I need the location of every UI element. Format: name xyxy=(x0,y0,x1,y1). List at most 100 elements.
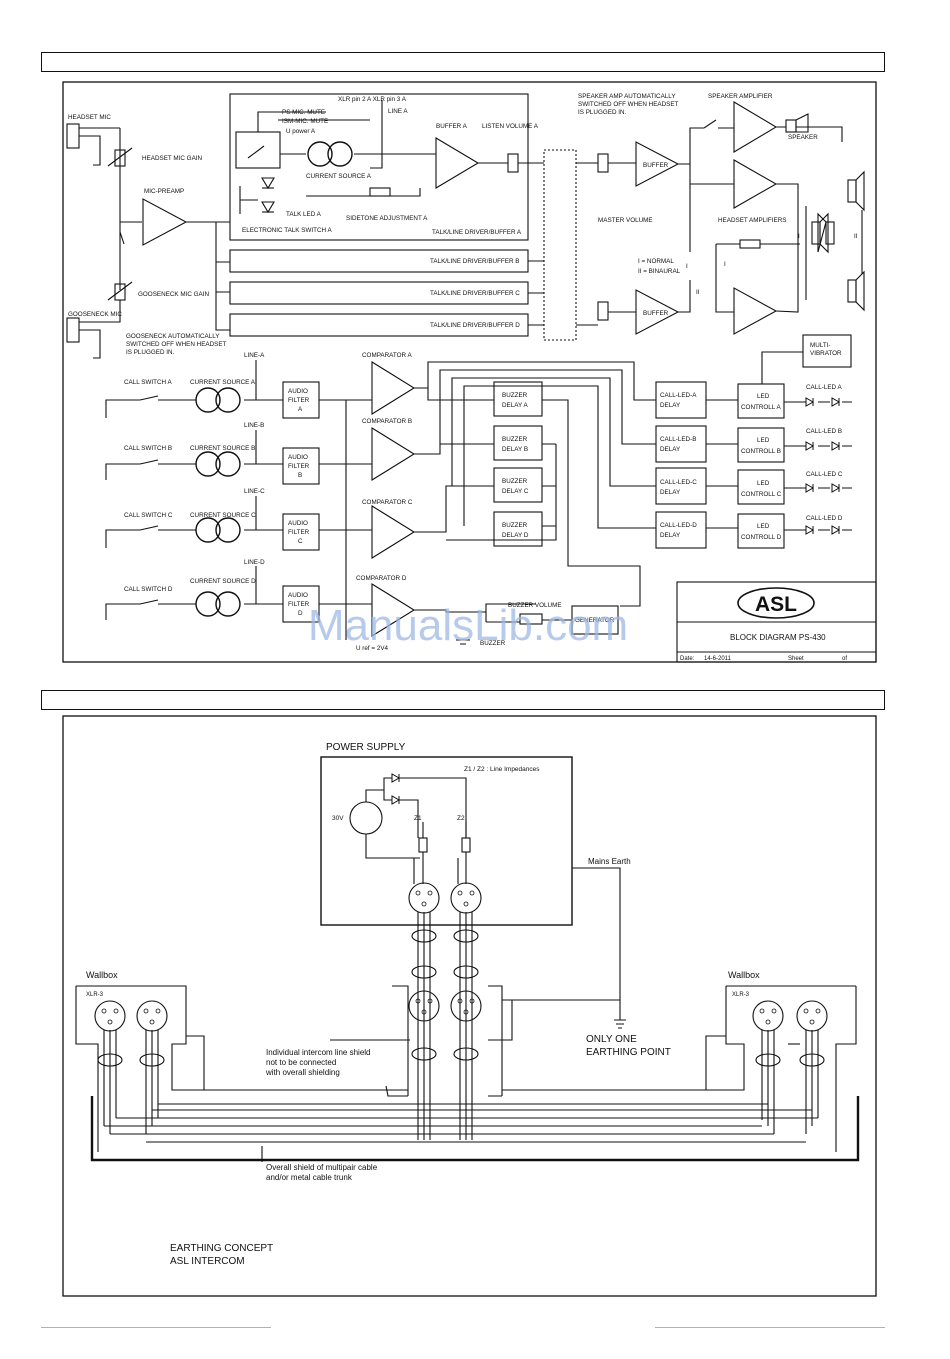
label-buzzer-out: BUZZER xyxy=(480,640,506,647)
call-channel-rows xyxy=(105,395,372,620)
label-led-b: LED xyxy=(757,437,770,444)
led-controll-a xyxy=(737,383,785,419)
label-current-source-b: CURRENT SOURCE B xyxy=(190,445,255,452)
label-buzzer-volume: BUZZER VOLUME xyxy=(508,602,562,609)
label-roman-2-left: II xyxy=(696,289,700,296)
audio-filter-d xyxy=(282,585,320,623)
label-driver-c: TALK/LINE DRIVER/BUFFER C xyxy=(430,290,520,297)
label-controll-a: CONTROLL A xyxy=(741,404,781,411)
line-impedances-label: Z1 / Z2 : Line Impedances xyxy=(464,766,540,773)
buzzer-delay-c xyxy=(493,467,543,503)
buffer-amplifier-upper xyxy=(635,141,680,187)
audio-filter-a xyxy=(282,381,320,419)
label-filter-c: FILTER xyxy=(288,529,310,536)
label-roman-2-right: II xyxy=(854,233,858,240)
label-roman-1-mid: I xyxy=(724,261,726,268)
z2-label: Z2 xyxy=(457,815,465,822)
label-call-led-a-delay: DELAY xyxy=(660,402,681,409)
z1-impedance xyxy=(418,837,428,853)
buffer-amplifier-lower xyxy=(635,289,680,335)
xlr3-right-label: XLR-3 xyxy=(732,992,750,998)
label-call-switch-c: CALL SWITCH C xyxy=(124,512,173,519)
led-controll-b xyxy=(737,427,785,463)
label-call-led-out-b: CALL-LED B xyxy=(806,428,842,435)
led-controll-d xyxy=(737,513,785,549)
comparator-a xyxy=(371,361,416,415)
listen-volume-a-pot xyxy=(507,153,519,173)
asl-intercom-label: ASL INTERCOM xyxy=(170,1256,245,1267)
label-speaker: SPEAKER xyxy=(788,134,818,141)
overall-note-1: Overall shield of multipair cable xyxy=(266,1163,378,1172)
block-diagram xyxy=(62,81,877,663)
comparator-d xyxy=(371,583,416,637)
label-talk-led-a: TALK LED A xyxy=(286,211,322,218)
power-supply-label: POWER SUPPLY xyxy=(326,742,406,753)
label-line-dash-a: LINE-A xyxy=(244,352,265,359)
section-header-bar-top xyxy=(41,52,885,72)
label-led-c: LED xyxy=(757,480,770,487)
label-line-dash-c: LINE-C xyxy=(244,488,265,495)
buzzer-delay-b xyxy=(493,425,543,461)
label-master-volume: MASTER VOLUME xyxy=(598,217,653,224)
block-diagram-title: BLOCK DIAGRAM PS-430 xyxy=(730,633,826,642)
label-led-d: LED xyxy=(757,523,770,530)
label-speaker-note-2: SWITCHED OFF WHEN HEADSET xyxy=(578,101,679,108)
label-sidetone-adjustment-a: SIDETONE ADJUSTMENT A xyxy=(346,215,428,222)
buzzer-delay-a xyxy=(493,381,543,417)
label-audio-d: AUDIO xyxy=(288,592,308,599)
label-driver-d: TALK/LINE DRIVER/BUFFER D xyxy=(430,322,520,329)
label-led-a: LED xyxy=(757,393,770,400)
label-call-switch-a: CALL SWITCH A xyxy=(124,379,173,386)
speaker-amplifier xyxy=(733,101,778,153)
label-gooseneck-mic: GOOSENECK MIC xyxy=(68,311,122,318)
earthing-diagram-frame xyxy=(62,715,877,1297)
label-audio-b: AUDIO xyxy=(288,454,308,461)
label-headset-mic-gain: HEADSET MIC GAIN xyxy=(142,155,203,162)
label-gooseneck-note-1: GOOSENECK AUTOMATICALLY xyxy=(126,333,220,340)
label-call-led-out-a: CALL-LED A xyxy=(806,384,842,391)
wallbox-right-label: Wallbox xyxy=(728,970,760,980)
headphone-symbols xyxy=(805,170,865,312)
footer-rule-right xyxy=(655,1327,885,1328)
headset-resistor xyxy=(739,239,761,249)
earthing-concept-label: EARTHING CONCEPT xyxy=(170,1243,273,1254)
talk-line-driver-box-a xyxy=(229,93,529,241)
label-u-ref: U ref = 2V4 xyxy=(356,645,389,652)
label-binaural: II = BINAURAL xyxy=(638,268,681,275)
label-speaker-amplifier: SPEAKER AMPLIFIER xyxy=(708,93,773,100)
date-value: 14-6-2011 xyxy=(704,656,732,662)
label-headset-amplifiers: HEADSET AMPLIFIERS xyxy=(718,217,786,224)
earthing-point-label: EARTHING POINT xyxy=(586,1047,671,1058)
label-call-switch-b: CALL SWITCH B xyxy=(124,445,172,452)
title-block-text: ASL BLOCK DIAGRAM PS-430 Date: 14-6-2011… xyxy=(680,593,847,662)
label-filter-a: FILTER xyxy=(288,397,310,404)
xlr3-left-label: XLR-3 xyxy=(86,992,104,998)
label-line-dash-d: LINE-D xyxy=(244,559,265,566)
label-buzzer-a: BUZZER xyxy=(502,392,528,399)
label-normal: I = NORMAL xyxy=(638,258,674,265)
comparator-c xyxy=(371,505,416,559)
label-call-led-b-delay: DELAY xyxy=(660,446,681,453)
label-current-source-a: CURRENT SOURCE A xyxy=(306,173,372,180)
label-filter-b: FILTER xyxy=(288,463,310,470)
label-call-led-a: CALL-LED-A xyxy=(660,392,697,399)
label-comparator-c: COMPARATOR C xyxy=(362,499,413,506)
label-multi-2: VIBRATOR xyxy=(810,350,842,357)
label-call-led-c: CALL-LED-C xyxy=(660,479,697,486)
30v-source-symbol xyxy=(349,801,383,835)
comparator-b xyxy=(371,427,416,481)
label-gooseneck-note-3: IS PLUGGED IN. xyxy=(126,349,175,356)
z1-label: Z1 xyxy=(414,815,422,822)
label-call-led-d-delay: DELAY xyxy=(660,532,681,539)
channel-switches xyxy=(528,149,598,341)
block-diagram-labels: HEADSET MIC HEADSET MIC GAIN MIC-PREAMP … xyxy=(68,93,858,652)
label-comparator-b: COMPARATOR B xyxy=(362,418,412,425)
date-label: Date: xyxy=(680,656,695,662)
master-volume-pot-2 xyxy=(597,301,609,321)
label-line-dash-b: LINE-B xyxy=(244,422,264,429)
buzzer-delay-d xyxy=(493,511,543,547)
label-controll-b: CONTROLL B xyxy=(741,448,781,455)
label-ps-mic-mute: PS MIC. MUTE xyxy=(282,109,325,116)
of-label: of xyxy=(842,656,847,662)
label-gooseneck-note-2: SWITCHED OFF WHEN HEADSET xyxy=(126,341,227,348)
